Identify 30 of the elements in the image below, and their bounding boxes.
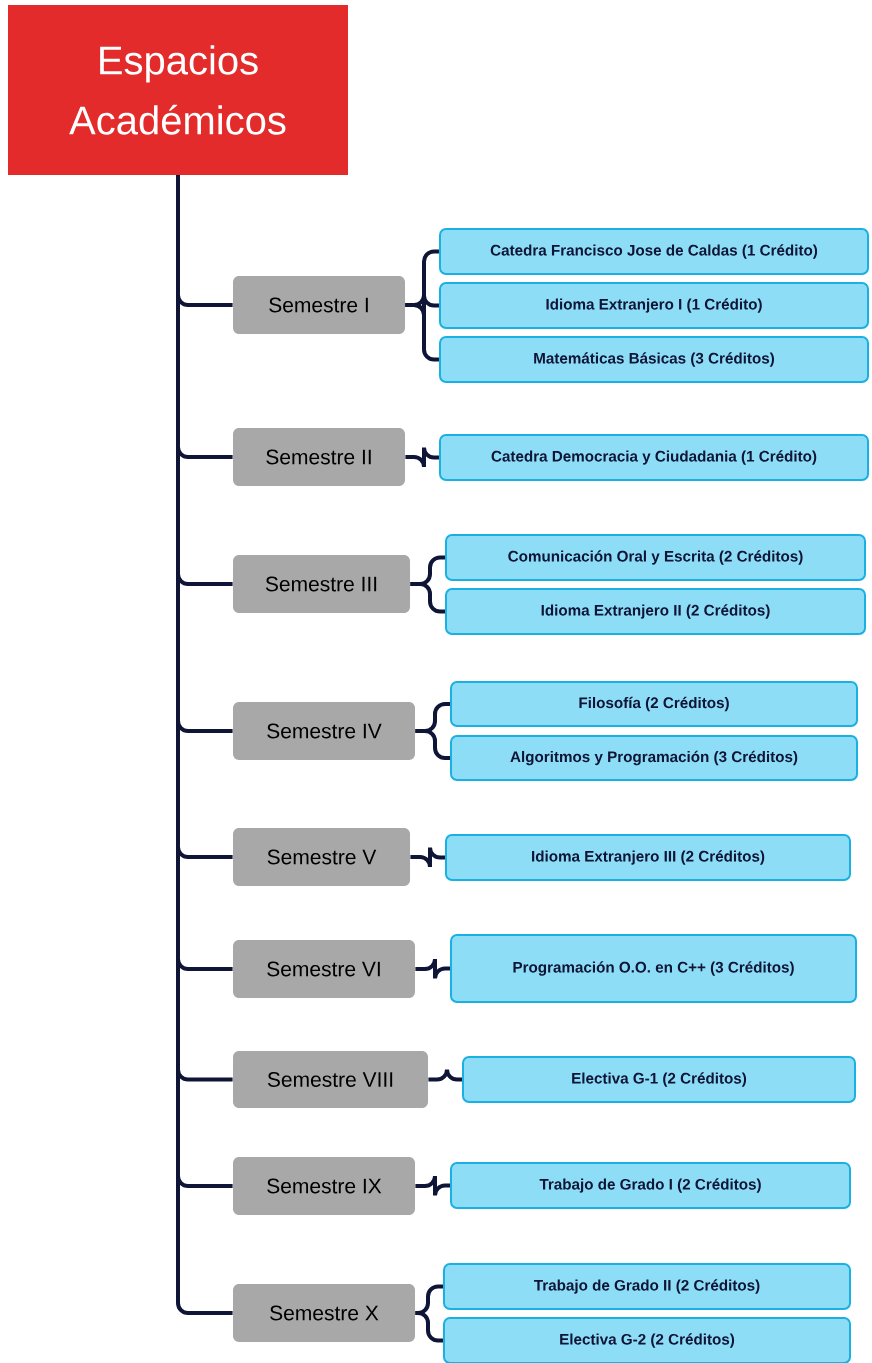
course-box: Matemáticas Básicas (3 Créditos): [439, 336, 869, 383]
course-box: Algoritmos y Programación (3 Créditos): [450, 735, 858, 781]
connector-line: [415, 957, 450, 981]
course-box: Catedra Democracia y Ciudadania (1 Crédito): [439, 434, 869, 481]
course-box: Trabajo de Grado II (2 Créditos): [443, 1263, 851, 1310]
semester-box: Semestre X: [233, 1284, 415, 1342]
semester-box: Semestre IX: [233, 1157, 415, 1215]
course-box: Idioma Extranjero III (2 Créditos): [445, 834, 851, 881]
course-box: Electiva G-2 (2 Créditos): [443, 1317, 851, 1363]
semester-box: Semestre II: [233, 428, 405, 486]
semester-box: Semestre I: [233, 276, 405, 334]
connector-line: [405, 445, 439, 469]
semester-box: Semestre VIII: [233, 1051, 428, 1108]
semester-box: Semestre VI: [233, 940, 415, 998]
course-box: Comunicación Oral y Escrita (2 Créditos): [445, 534, 866, 581]
semester-box: Semestre IV: [233, 702, 415, 760]
connector-line: [415, 1174, 450, 1198]
semester-box: Semestre III: [233, 555, 410, 613]
semester-box: Semestre V: [233, 828, 410, 886]
connector-line: [428, 1067, 462, 1082]
course-box: Idioma Extranjero I (1 Crédito): [439, 282, 869, 329]
heading-box: Espacios Académicos: [8, 5, 348, 175]
course-box: Catedra Francisco Jose de Caldas (1 Crédito): [439, 228, 869, 275]
course-box: Programación O.O. en C++ (3 Créditos): [450, 934, 857, 1003]
course-box: Idioma Extranjero II (2 Créditos): [445, 588, 866, 635]
course-box: Electiva G-1 (2 Créditos): [462, 1056, 856, 1103]
course-box: Filosofía (2 Créditos): [450, 681, 858, 727]
connector-line: [405, 303, 439, 362]
connector-line: [410, 845, 445, 869]
course-box: Trabajo de Grado I (2 Créditos): [450, 1162, 851, 1209]
